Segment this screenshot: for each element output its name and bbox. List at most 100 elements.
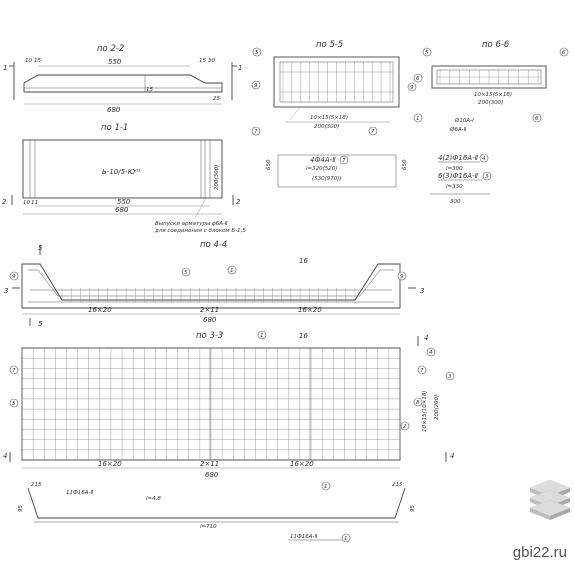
section-2-2: по 2-2 1 550 680 10 15 15 30 15 25 1 (3, 44, 242, 114)
section-2-2-mark-r1: 15 (199, 58, 206, 64)
callout-7-c: 7 (342, 158, 346, 164)
bar-3-line2: l=330 (446, 184, 463, 190)
section-3-3-vert-outer: 200(200) (434, 395, 440, 420)
section-1-1-dim-inner: 550 (117, 198, 131, 206)
section-6-6-bars (437, 70, 541, 84)
bar-1-detail: 215 215 95 95 11Ф16А-Ⅱ l=4.8 l=710 11Ф16… (18, 482, 416, 543)
section-6-6-title: по 6-6 (482, 40, 510, 50)
section-1-1-label: Ь-10/5-Ю⁰¹ (102, 168, 141, 176)
section-2-2-dim-bottom: 680 (107, 106, 121, 114)
section-3-3-total: 680 (205, 471, 219, 479)
bar-3-line1: 6(3)Ф16А-Ⅱ (438, 172, 479, 180)
callout-1-b: 1 (230, 268, 234, 274)
site-url: gbi22.ru (512, 544, 567, 561)
callout-7-e: 7 (420, 368, 424, 374)
marker-1-left: 1 (3, 64, 7, 72)
callout-9-d: 9 (400, 274, 404, 280)
bar-4-detail: 4Ф4А-Ⅱ l=320(520) (530(970)) 650 650 7 (266, 154, 408, 188)
callout-8: 8 (416, 400, 420, 406)
marker-4-right: 4 (450, 452, 454, 460)
bar-4-line2: l=320(520) (306, 166, 337, 172)
section-5-5-spacing: 10×15(5×18) (310, 115, 348, 121)
marker-16-b: 16 (299, 332, 308, 340)
marker-5-bottom-left: 5 (38, 320, 43, 328)
section-3-3-title: по 3-3 (196, 331, 223, 341)
marker-16-a: 16 (299, 257, 308, 265)
marker-4-top: 4 (424, 334, 428, 342)
section-1-1-dim-outer: 680 (115, 206, 129, 214)
callout-5-a: 5 (255, 50, 259, 56)
callout-4-a: 4 (482, 156, 486, 162)
callout-7-b: 7 (371, 129, 375, 135)
bar-1-right-h: 95 (410, 505, 416, 512)
bar-1-left-h: 95 (18, 505, 24, 512)
section-3-3-mid-span: 2×11 (200, 460, 219, 468)
section-6-6-bar: Ø10А-I (454, 117, 474, 124)
callout-7-a: 7 (254, 129, 258, 135)
section-4-4: по 4-4 16 5 3 3 16×20 2×11 16×20 680 5 9… (4, 240, 424, 328)
section-4-4-mid-span: 2×11 (200, 306, 219, 314)
callout-1-e: 1 (344, 536, 348, 542)
callout-3-a: 3 (485, 174, 489, 180)
section-6-6-width: 200(300) (478, 100, 503, 106)
marker-2-right: 2 (236, 198, 241, 206)
section-5-5: по 5-5 5 9 9 10×15(5×18) 200(300) 7 7 (251, 40, 417, 136)
section-4-4-title: по 4-4 (200, 240, 227, 250)
section-1-1-mark-l1: 10 (23, 200, 30, 206)
marker-2-left: 2 (2, 198, 7, 206)
bar-4-side-right: 650 (402, 159, 408, 170)
section-1-1-note-1: Выпуски арматуры φ6А-Ⅱ (155, 221, 228, 227)
callout-1-a: 1 (416, 116, 420, 122)
bar-1-length: l=710 (200, 524, 217, 530)
section-2-2-mark-l1: 10 (25, 58, 32, 64)
section-6-6: по 6-6 5 6 6 10×15(5×18) 200(300) Ø10А-I… (413, 40, 569, 133)
section-6-6-spacing: 10×15(5×18) (474, 92, 512, 98)
bar-2-3-detail: 4(2)Ф16А-Ⅱ l=300 4 6(3)Ф16А-Ⅱ l=330 3 30… (430, 153, 492, 205)
marker-4-left: 4 (3, 452, 7, 460)
callout-5-c: 5 (184, 270, 188, 276)
callout-7-d: 7 (12, 368, 16, 374)
section-2-2-dim-top: 550 (108, 58, 122, 66)
bar-1-left-dim: 215 (31, 482, 42, 488)
callout-9-a: 9 (254, 83, 258, 89)
site-logo (529, 479, 571, 520)
callout-9-c: 9 (12, 274, 16, 280)
bar-1-note-2: l=4.8 (146, 496, 161, 502)
callout-6-b: 6 (562, 50, 566, 56)
bar-4-side-left: 650 (266, 159, 272, 170)
section-1-1-title: по 1-1 (101, 123, 128, 133)
section-4-4-right-span: 16×20 (298, 306, 322, 314)
section-6-6-bar-left: Ø6А-Ⅱ (449, 126, 467, 133)
marker-1-right: 1 (238, 64, 242, 72)
section-3-3: по 3-3 1 16 4 4 4 10×15(10×18) 200(200) … (3, 330, 454, 491)
bar-1-right-dim: 215 (392, 482, 403, 488)
section-2-2-mark-r2: 30 (208, 58, 215, 64)
callout-9-b: 9 (410, 85, 414, 91)
section-1-1: по 1-1 Ь-10/5-Ю⁰¹ 200(300) 2 550 680 10 … (2, 123, 246, 234)
section-1-1-mark-l2: 11 (31, 200, 38, 206)
section-2-2-title: по 2-2 (97, 44, 124, 54)
section-4-4-total: 680 (203, 316, 217, 324)
callout-6-a: 6 (416, 76, 420, 82)
callout-5-d: 5 (12, 401, 16, 407)
bar-3-dim: 300 (450, 199, 461, 205)
callout-1-d: 1 (324, 484, 328, 490)
section-1-1-note-2: для соединения с блоком Б-1,5 (154, 228, 246, 234)
bar-1-label: 11Ф16А-Ⅱ (290, 534, 317, 540)
callout-5-b: 5 (425, 50, 429, 56)
section-4-4-stirrups (30, 288, 392, 302)
section-3-3-vert: 10×15(10×18) (422, 390, 428, 432)
section-1-1-vert: 200(300) (214, 165, 220, 190)
section-5-5-bars (280, 62, 393, 102)
bar-4-line1: 4Ф4А-Ⅱ (310, 156, 336, 164)
section-4-4-left-span: 16×20 (88, 306, 112, 314)
bar-2-line1: 4(2)Ф16А-Ⅱ (438, 154, 479, 162)
section-2-2-mark-l2: 15 (34, 58, 41, 64)
section-3-3-left-span: 16×20 (98, 460, 122, 468)
callout-4-b: 4 (429, 350, 433, 356)
section-3-3-right-span: 16×20 (290, 460, 314, 468)
bar-2-line2: l=300 (446, 166, 463, 172)
marker-3-right: 3 (420, 287, 424, 295)
bar-4-line3: (530(970)) (312, 176, 342, 182)
